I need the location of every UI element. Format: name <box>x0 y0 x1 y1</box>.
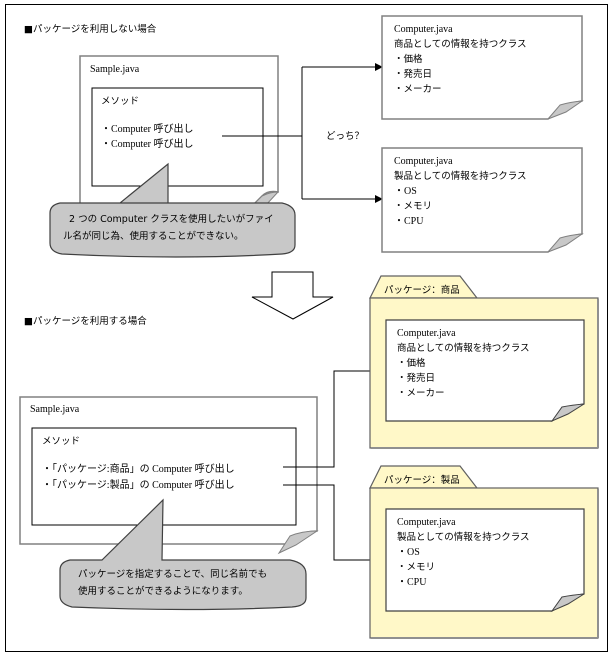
class-field: ・メーカー <box>397 388 445 399</box>
down-arrow-icon <box>251 271 334 320</box>
class-field: ・発売日 <box>394 69 433 80</box>
heading-without-package: ■パッケージを利用しない場合 <box>24 24 157 35</box>
method-box-bottom <box>31 427 297 526</box>
callout-bubble-top <box>49 162 296 258</box>
call-line: ・Computer 呼び出し <box>101 124 194 135</box>
method-label: メソッド <box>101 96 140 107</box>
diagram-frame <box>5 4 608 652</box>
callout-bubble-bottom <box>59 498 307 611</box>
package-tab-label: パッケージ：商品 <box>384 285 460 296</box>
page-curl-icon <box>550 403 585 423</box>
call-line: ・Computer 呼び出し <box>101 139 194 150</box>
class-field: ・CPU <box>394 216 424 227</box>
heading-with-package: ■パッケージを利用する場合 <box>24 316 147 327</box>
class-description: 製品としての情報を持つクラス <box>394 171 527 182</box>
method-label: メソッド <box>42 436 81 447</box>
sample-file-name: Sample.java <box>30 404 80 415</box>
class-field: ・メモリ <box>394 201 433 212</box>
class-field: ・OS <box>397 547 420 558</box>
class-field: ・価格 <box>394 54 423 65</box>
class-field: ・OS <box>394 186 417 197</box>
page-curl-icon <box>550 593 585 613</box>
callout-text-line: パッケージを指定することで、同じ名前でも <box>78 569 268 580</box>
class-field: ・発売日 <box>397 373 436 384</box>
class-field: ・価格 <box>397 358 426 369</box>
call-line: ・「パッケージ:商品」の Computer 呼び出し <box>42 464 235 475</box>
method-box-top <box>91 87 264 187</box>
class-file-name: Computer.java <box>394 156 453 167</box>
callout-text-line: ル名が同じ為、使用することができない。 <box>63 231 244 242</box>
class-field: ・メーカー <box>394 84 442 95</box>
callout-text-line: 2 つの Computer クラスを使用したいがファイ <box>69 214 274 225</box>
class-field: ・メモリ <box>397 562 436 573</box>
call-line: ・「パッケージ:製品」の Computer 呼び出し <box>42 480 235 491</box>
page-curl-icon <box>547 233 584 253</box>
class-file-name: Computer.java <box>394 24 453 35</box>
package-tab-label: パッケージ：製品 <box>384 475 460 486</box>
question-label: どっち？ <box>326 131 365 142</box>
page-curl-icon <box>277 530 319 555</box>
class-description: 製品としての情報を持つクラス <box>397 532 530 543</box>
class-file-name: Computer.java <box>397 328 456 339</box>
class-description: 商品としての情報を持つクラス <box>397 343 530 354</box>
class-description: 商品としての情報を持つクラス <box>394 39 527 50</box>
class-field: ・CPU <box>397 577 427 588</box>
class-file-name: Computer.java <box>397 517 456 528</box>
callout-text-line: 使用することができるようになります。 <box>78 586 248 597</box>
page-curl-icon <box>547 100 584 120</box>
sample-file-name: Sample.java <box>90 64 140 75</box>
